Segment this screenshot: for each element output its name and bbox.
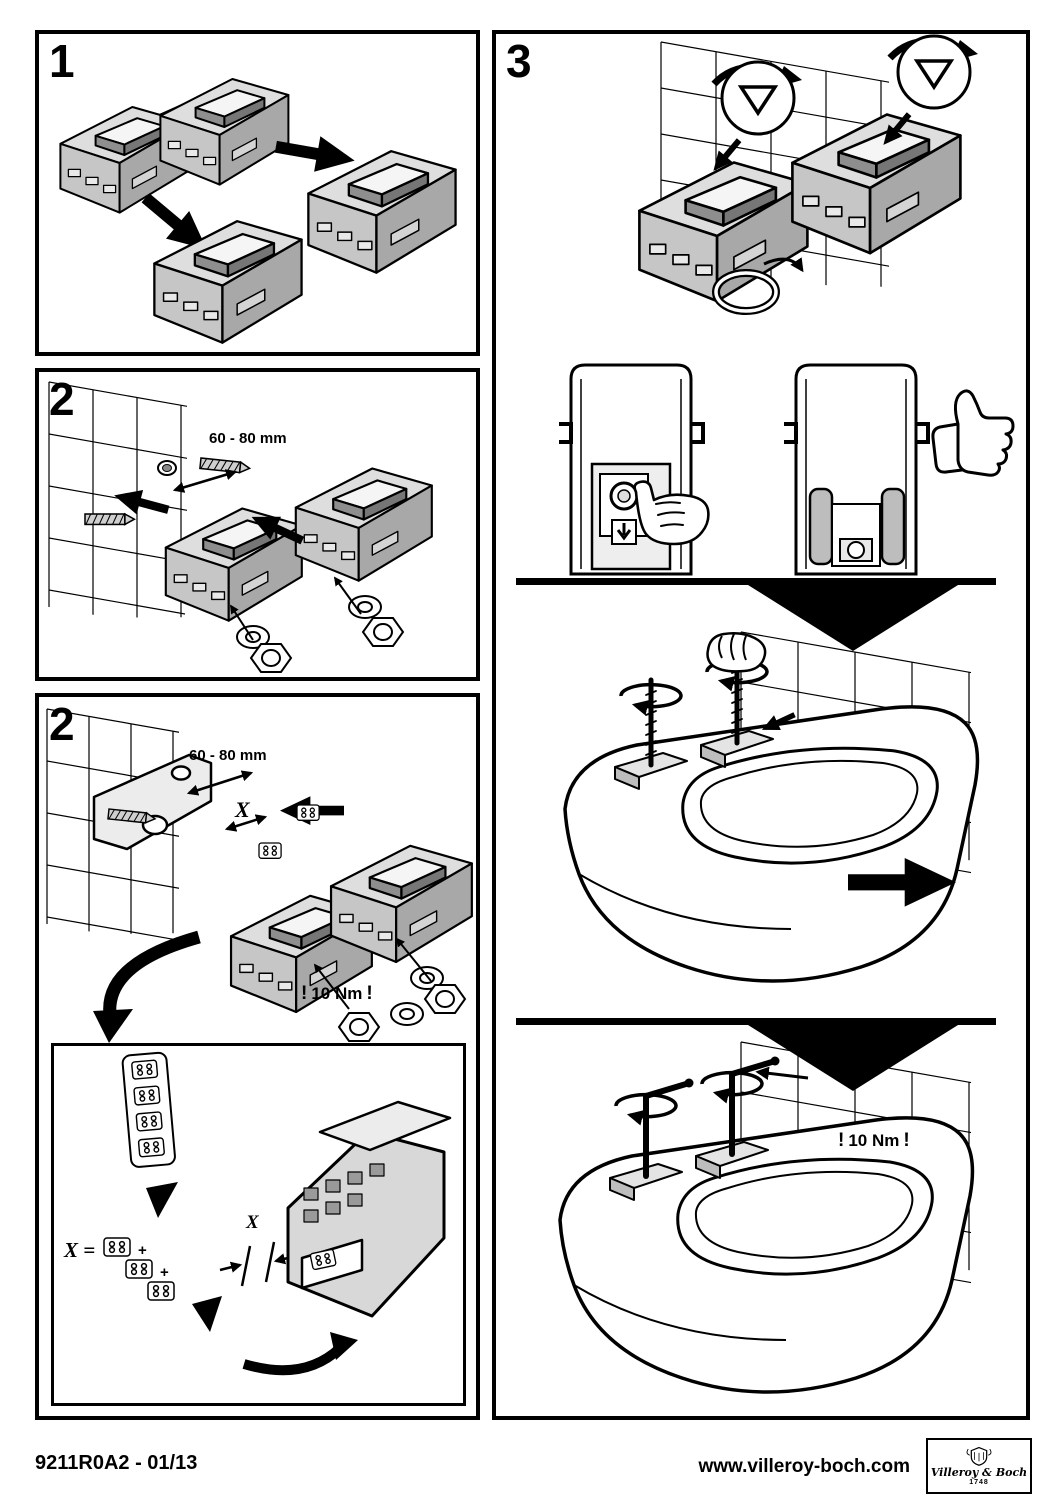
curved-insert-arrow-head	[330, 1332, 358, 1360]
brand-year: 1748	[969, 1479, 989, 1486]
x-measure-arrows	[219, 1241, 297, 1287]
exclaim-left: !	[301, 983, 308, 1004]
shim-detail-inset: X = + + X	[51, 1043, 466, 1406]
shim-plate-b	[258, 842, 282, 859]
mounting-block-right	[307, 150, 457, 274]
mounting-block-right	[294, 467, 433, 582]
illustration-shimming	[46, 708, 473, 1043]
nut-arrow-right	[333, 576, 362, 615]
washer-bottom	[390, 1002, 424, 1026]
brand-logo: Villeroy & Boch 1748	[926, 1438, 1032, 1494]
curved-arrow-to-detail	[103, 930, 201, 1023]
shim-1	[103, 1237, 131, 1257]
brand-name: Villeroy & Boch	[930, 1466, 1028, 1479]
toilet-bowl-2	[558, 1116, 975, 1394]
illustration-shim-detail	[103, 1046, 452, 1376]
website-url: www.villeroy-boch.com	[698, 1456, 910, 1477]
nut-right	[424, 984, 466, 1014]
x-distance-label: X	[235, 797, 250, 822]
shim-3	[147, 1281, 175, 1301]
x-measure-label: X	[246, 1212, 259, 1233]
nut-bottom	[338, 1012, 380, 1042]
shim-2	[125, 1259, 153, 1279]
curved-insert-arrow	[242, 1344, 344, 1376]
washer-right	[348, 595, 382, 619]
panel-step-2-fixing: 2 60 - 80 mm	[35, 368, 480, 681]
x-dimension-arrow	[224, 814, 268, 832]
torque-label: ! 10 Nm !	[301, 983, 373, 1005]
dimension-arrow	[172, 469, 238, 493]
seal-ring	[712, 257, 804, 315]
block-rear-closeup	[286, 1100, 452, 1318]
toilet-bowl-1	[563, 705, 980, 983]
torque-value: 10 Nm	[311, 984, 363, 1003]
water-symbol-left	[714, 62, 802, 134]
wall-plug-top	[199, 457, 251, 475]
step-number: 2	[49, 373, 75, 425]
illustration-bracket-assembly	[59, 77, 457, 344]
illustration-step-3	[516, 34, 1015, 1394]
exclaim-right: !	[366, 983, 373, 1004]
divider-arrow-2	[516, 1018, 996, 1091]
nut-arrow-b	[395, 937, 432, 982]
document-code: 9211R0A2 - 01/13	[35, 1452, 198, 1474]
nut-arrow-bottom	[230, 604, 254, 641]
nut-right	[362, 617, 404, 647]
panel-step-1: 1	[35, 30, 480, 356]
panel-step-3: 3 ! 10 Nm !	[492, 30, 1030, 1420]
cistern-front-open	[784, 363, 930, 576]
exclaim-right: !	[903, 1130, 910, 1151]
curved-arrow-head	[93, 1009, 133, 1043]
wall-plug-left	[84, 513, 136, 526]
step-number: 1	[49, 35, 75, 87]
joined-bracket-pair	[59, 77, 290, 214]
drill-hole-inner	[162, 464, 172, 472]
turn-direction-arrow	[755, 1066, 809, 1080]
illustration-wall-fixing	[48, 381, 433, 673]
thumbs-up-hand	[931, 389, 1015, 477]
mounting-template-plate	[92, 753, 213, 851]
brand-crest-icon	[966, 1446, 992, 1466]
step-number: 3	[506, 35, 532, 87]
gripping-hand	[706, 632, 767, 673]
torque-label: ! 10 Nm !	[838, 1130, 910, 1152]
triangle-arrow-1	[146, 1182, 178, 1218]
nut-bottom	[250, 643, 292, 673]
plus-sign-2: +	[160, 1264, 169, 1281]
dimension-label: 60 - 80 mm	[189, 747, 267, 764]
nut-arrow-a	[313, 963, 350, 1010]
shim-plate-a	[296, 804, 320, 821]
step-number: 2	[49, 698, 75, 750]
water-symbol-right	[890, 36, 978, 108]
triangle-arrow-2	[192, 1296, 222, 1332]
shim-card	[122, 1052, 176, 1167]
dimension-arrow	[186, 770, 254, 796]
x-formula-label: X =	[64, 1238, 96, 1262]
exclaim-left: !	[838, 1130, 845, 1151]
dimension-label: 60 - 80 mm	[209, 430, 287, 447]
panel-step-2-shimming: 2 60 - 80 mm X ! 10 Nm !	[35, 693, 480, 1420]
mounting-block-right	[791, 113, 962, 255]
torque-value: 10 Nm	[848, 1131, 900, 1150]
divider-arrow-1	[516, 578, 996, 651]
plus-sign-1: +	[138, 1242, 147, 1259]
mounting-block-left	[164, 507, 303, 622]
